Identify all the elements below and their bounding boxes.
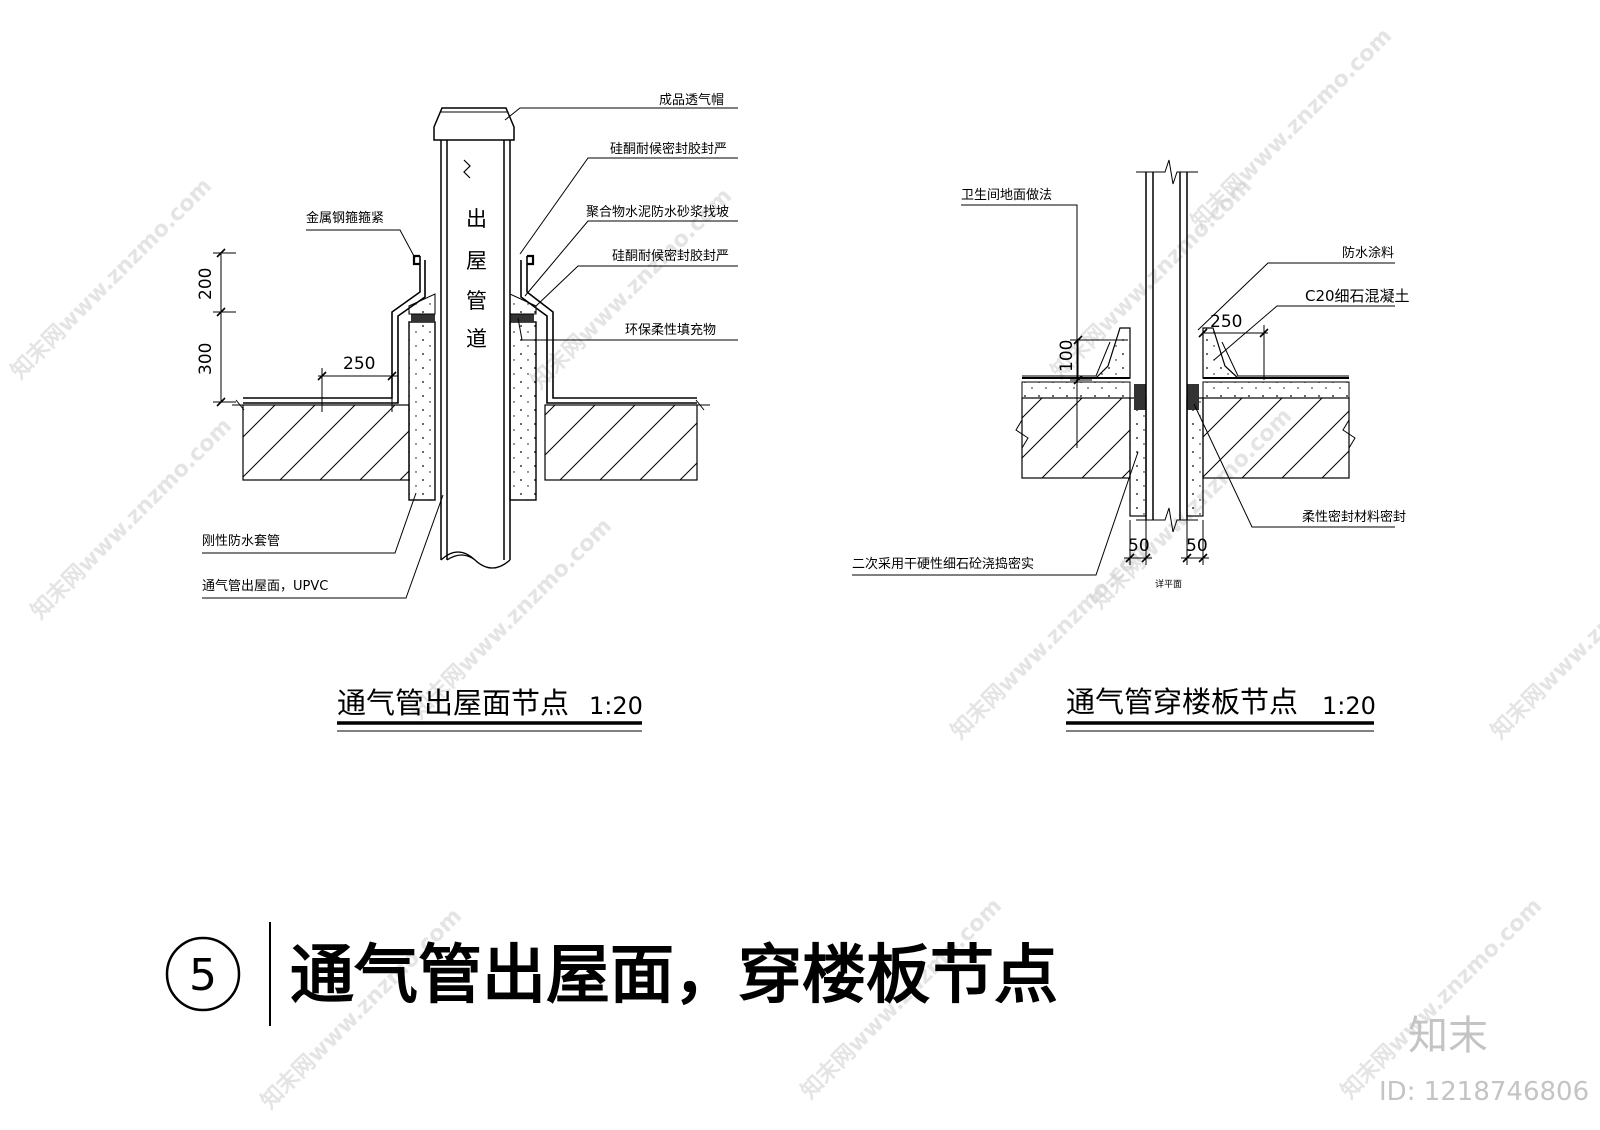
metal-hoop — [412, 254, 420, 266]
pipe-break — [1136, 159, 1198, 185]
leader-flexseal — [1193, 403, 1395, 528]
secondary-concrete — [1129, 397, 1147, 517]
label-pipe: 通气管出屋面，UPVC — [202, 578, 328, 594]
mortar-slope — [509, 293, 537, 315]
waterproof-coating — [1022, 341, 1349, 377]
watermark: 知末网www.znzmo.com — [1336, 893, 1547, 1104]
secondary-concrete — [1186, 397, 1204, 517]
watermark: 知末网www.znzmo.com — [1486, 533, 1600, 744]
dimension-tick — [1073, 335, 1083, 385]
vent-cap — [433, 107, 515, 141]
floor-screed — [1021, 381, 1131, 399]
leader-seal1 — [519, 157, 738, 255]
pipe-text: 管 — [466, 289, 487, 313]
leader-coating — [1197, 262, 1395, 331]
floor-screed — [1202, 381, 1350, 399]
label-detail: 详平面 — [1155, 578, 1182, 590]
dimension-tick — [317, 371, 397, 381]
label-floor: 卫生间地面做法 — [961, 188, 1052, 203]
dim-50-left: 50 — [1128, 536, 1150, 556]
floor-slab — [1021, 397, 1131, 479]
dimension-tick — [1198, 328, 1269, 338]
membrane-left — [243, 256, 426, 404]
pipe-text: 屋 — [466, 249, 487, 273]
break-mark — [232, 399, 250, 411]
dimension-line — [1070, 339, 1128, 381]
label-concrete: C20细石混凝土 — [1305, 287, 1410, 305]
through-pipe — [1145, 172, 1188, 520]
flexible-filler — [411, 314, 435, 322]
right-scale: 1:20 — [1322, 692, 1376, 720]
dim-250-right: 250 — [1210, 312, 1242, 332]
branding: 知末 ID: 1218746806 — [1379, 1013, 1589, 1107]
dim-100: 100 — [1057, 340, 1077, 372]
brand-logo: 知末 — [1408, 1013, 1488, 1059]
dimension-line — [1203, 325, 1268, 380]
right-detail: 100 250 50 50 详平面 卫生间地面做法 防水涂料 C20细石混凝土 … — [852, 159, 1410, 732]
membrane-right — [520, 256, 697, 404]
dimension-line — [1124, 520, 1209, 565]
leader-secondary — [852, 451, 1139, 576]
leader-concrete — [1213, 305, 1395, 361]
floor-slab — [1202, 397, 1350, 479]
pipe-break — [1136, 507, 1198, 533]
label-secondary: 二次采用干硬性细石砼浇捣密实 — [852, 556, 1034, 572]
leader-pipe — [202, 494, 444, 599]
leader-seal2 — [535, 265, 738, 307]
break-mark — [1015, 419, 1029, 449]
label-seal1: 硅酮耐候密封胶封严 — [610, 141, 727, 157]
break-mark — [690, 399, 710, 411]
dimension-tick — [216, 248, 226, 407]
pipe-text: 道 — [466, 327, 487, 351]
leader-mortar — [524, 220, 738, 297]
leader-cap — [504, 107, 738, 121]
leader-hoop — [306, 229, 416, 259]
flexible-sealant — [1134, 384, 1146, 410]
metal-hoop — [527, 254, 535, 266]
leader-floor — [961, 204, 1078, 448]
dim-300: 300 — [196, 343, 216, 375]
pipe-break — [440, 551, 511, 569]
sheet-heading: 5 通气管出屋面，穿楼板节点 — [165, 922, 1058, 1026]
leader-sleeve — [202, 492, 417, 554]
detail-number: 5 — [189, 950, 217, 1001]
pipe-break-zigzag — [463, 159, 471, 179]
left-detail: 出 屋 管 道 200 300 250 成品透气帽 硅酮耐候密封胶封严 聚合物水… — [196, 92, 738, 732]
watermark: 知末网www.znzmo.com — [6, 173, 217, 384]
label-cap: 成品透气帽 — [659, 92, 724, 108]
brand-id: ID: 1218746806 — [1379, 1077, 1589, 1107]
left-title: 通气管出屋面节点 — [337, 686, 569, 720]
rigid-sleeve-right — [509, 321, 537, 501]
watermark: 知末网www.znzmo.com — [1186, 23, 1397, 234]
roof-slab — [242, 404, 410, 481]
label-mortar: 聚合物水泥防水砂浆找坡 — [586, 204, 729, 220]
break-mark — [1342, 419, 1356, 449]
flexible-sealant — [1187, 384, 1199, 410]
label-flexseal: 柔性密封材料密封 — [1302, 509, 1406, 525]
left-scale: 1:20 — [589, 692, 643, 720]
leader-filler — [517, 317, 738, 341]
label-sleeve: 刚性防水套管 — [202, 533, 280, 549]
sheet-title: 通气管出屋面，穿楼板节点 — [290, 939, 1058, 1013]
roof-slab — [544, 404, 698, 481]
dimension-line — [213, 252, 236, 403]
vent-pipe — [440, 140, 511, 560]
dim-200: 200 — [196, 268, 216, 300]
c20-curb — [1202, 327, 1240, 379]
label-filler: 环保柔性填充物 — [625, 322, 716, 338]
label-seal2: 硅酮耐候密封胶封严 — [612, 248, 729, 264]
pipe-text: 出 — [466, 207, 487, 231]
detail-number-circle — [165, 936, 241, 1012]
right-title: 通气管穿楼板节点 — [1066, 685, 1298, 719]
flexible-filler — [510, 314, 534, 322]
label-hoop: 金属钢箍箍紧 — [306, 210, 384, 226]
label-coating: 防水涂料 — [1342, 245, 1394, 261]
dim-50-right: 50 — [1186, 536, 1208, 556]
dim-250: 250 — [343, 354, 375, 374]
rigid-sleeve-left — [408, 321, 436, 501]
dimension-tick — [1125, 553, 1208, 563]
